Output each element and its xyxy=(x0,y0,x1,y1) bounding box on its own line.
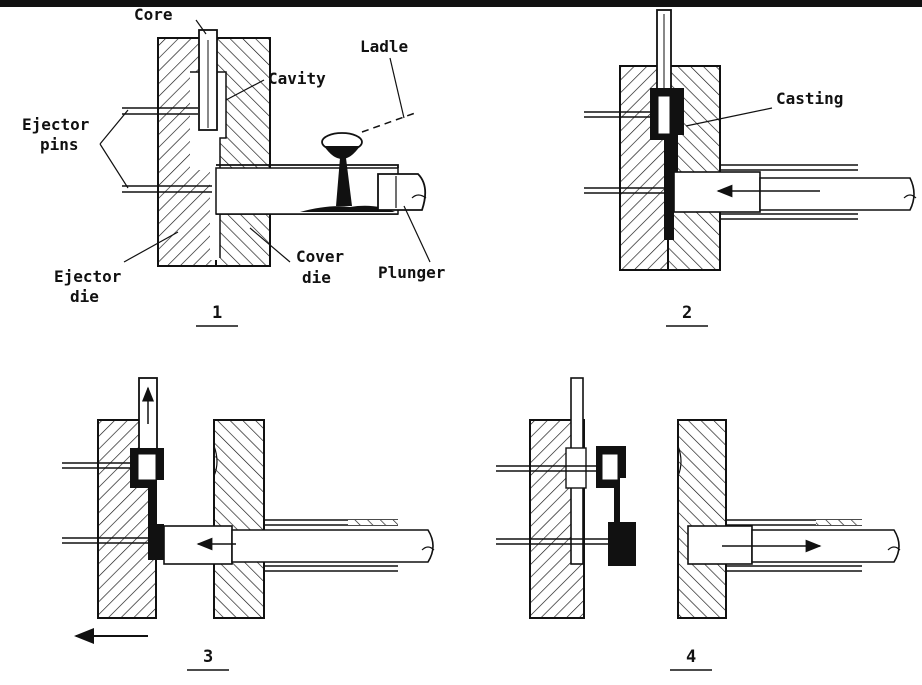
plunger-head-4 xyxy=(687,525,753,565)
plunger-rod-3 xyxy=(231,529,434,563)
leader-cover-die xyxy=(249,227,291,263)
cover-die-block-3 xyxy=(213,419,265,619)
casting-biscuit-4 xyxy=(608,522,636,566)
label-ejector-pins-line2: pins xyxy=(40,135,79,154)
label-core: Core xyxy=(134,5,173,24)
shot-sleeve-4 xyxy=(726,519,862,572)
leader-casting xyxy=(685,107,773,127)
leader-core xyxy=(195,19,207,35)
casting-core-hole-2 xyxy=(657,95,671,135)
cover-die-cavity-4 xyxy=(677,445,682,477)
label-ejector-pins-line1: Ejector xyxy=(22,115,89,134)
ladle-handle-1 xyxy=(361,111,419,133)
casting-core-hole-3 xyxy=(137,453,157,481)
plunger-rod-end-1 xyxy=(411,194,427,199)
leader-ejector-die xyxy=(123,231,179,263)
pour-stream-1 xyxy=(336,158,352,206)
step-number-3: 3 xyxy=(203,647,213,667)
label-plunger: Plunger xyxy=(378,263,445,282)
label-ejector-die-line1: Ejector xyxy=(54,267,121,286)
leader-cavity xyxy=(225,79,265,101)
leader-ladle xyxy=(389,57,405,119)
plunger-rod-end-4 xyxy=(887,546,901,551)
label-cavity: Cavity xyxy=(268,69,326,88)
label-cover-die-line1: Cover xyxy=(296,247,344,266)
shot-sleeve-2 xyxy=(720,164,858,220)
panel-1: Core Cavity Ladle Ejector pins Ejector d… xyxy=(22,5,445,327)
plunger-head-2 xyxy=(673,171,761,213)
step-number-1: 1 xyxy=(212,303,222,323)
plunger-1 xyxy=(377,173,427,211)
top-border-rule xyxy=(0,0,922,7)
molten-metal-pool-1 xyxy=(300,205,395,212)
sleeve-hatch-4 xyxy=(816,520,862,525)
leader-plunger xyxy=(403,205,431,263)
label-ejector-die-line2: die xyxy=(70,287,99,306)
panel-2: Casting 2 xyxy=(584,9,917,327)
cover-die-block-4 xyxy=(677,419,727,619)
sleeve-hatch-3 xyxy=(348,520,398,525)
plunger-rod-4 xyxy=(751,529,900,563)
step-number-2: 2 xyxy=(682,303,692,323)
label-casting: Casting xyxy=(776,89,843,108)
shot-sleeve-3 xyxy=(264,519,398,572)
core-collar-4 xyxy=(565,447,587,489)
panel-3: 3 xyxy=(62,377,435,671)
label-ladle: Ladle xyxy=(360,37,408,56)
plunger-head-3 xyxy=(163,525,233,565)
label-cover-die-line2: die xyxy=(302,268,331,287)
step-number-4: 4 xyxy=(686,647,696,667)
leader-ejector-pins xyxy=(99,109,129,189)
cover-die-cavity-3 xyxy=(213,445,218,477)
plunger-rod-2 xyxy=(759,177,915,211)
plunger-rod-end-3 xyxy=(421,546,435,551)
panel-4: 4 xyxy=(496,377,901,671)
casting-core-hole-4 xyxy=(601,453,619,481)
plunger-rod-end-2 xyxy=(903,194,917,199)
ladle-metal-1 xyxy=(324,146,360,159)
